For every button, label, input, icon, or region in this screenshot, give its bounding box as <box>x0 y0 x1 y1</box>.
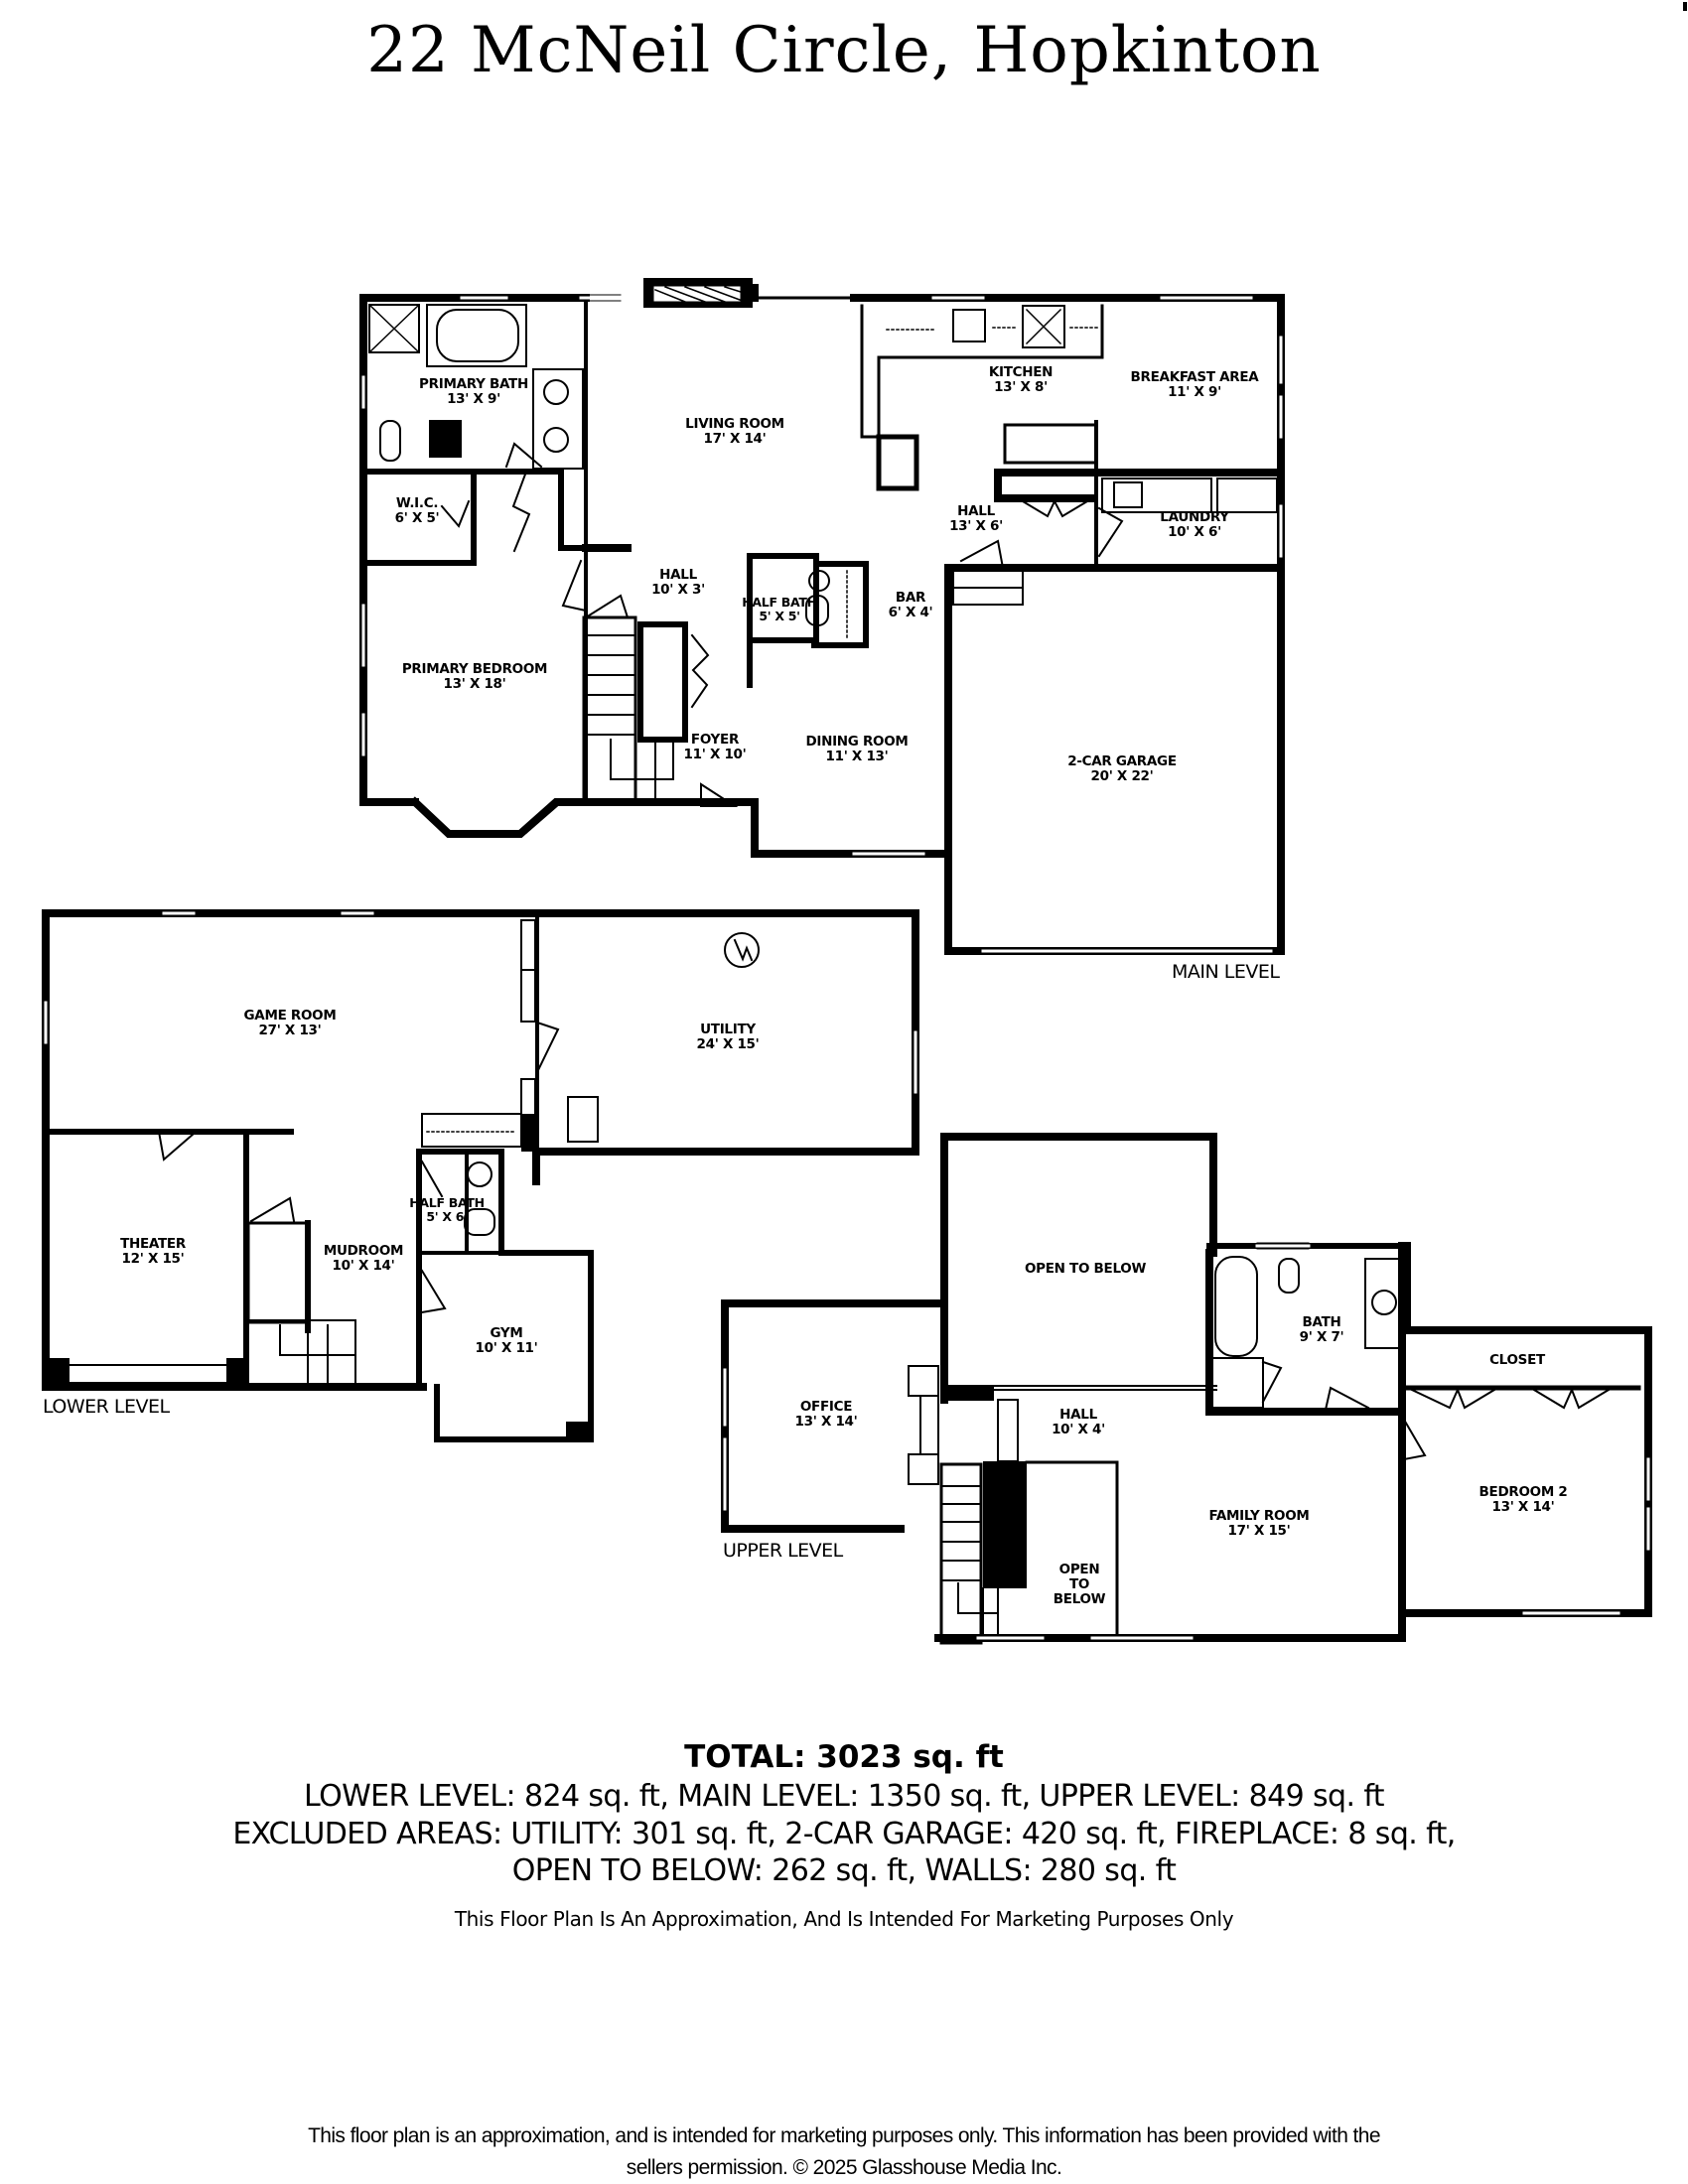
page-title: 22 McNeil Circle, Hopkinton <box>366 14 1322 87</box>
corner-mark <box>1683 2 1687 11</box>
room-label-open-to-below: OPEN TO BELOW <box>1024 1261 1147 1277</box>
main-level-plan <box>359 278 1285 955</box>
footer-line-1: This floor plan is an approximation, and… <box>308 2124 1380 2147</box>
upper-level-label: UPPER LEVEL <box>723 1540 843 1562</box>
room-label-wic: W.I.C.6' X 5' <box>394 495 440 526</box>
main-level-label: MAIN LEVEL <box>1172 961 1280 983</box>
plan-disclaimer: This Floor Plan Is An Approximation, And… <box>454 1907 1234 1931</box>
level-areas: LOWER LEVEL: 824 sq. ft, MAIN LEVEL: 135… <box>304 1779 1385 1814</box>
total-area: TOTAL: 3023 sq. ft <box>684 1739 1004 1775</box>
lower-level-label: LOWER LEVEL <box>43 1396 170 1418</box>
room-label-closet: CLOSET <box>1489 1352 1545 1368</box>
excluded-areas-line-2: OPEN TO BELOW: 262 sq. ft, WALLS: 280 sq… <box>511 1853 1177 1888</box>
excluded-areas-line-1: EXCLUDED AREAS: UTILITY: 301 sq. ft, 2-C… <box>232 1817 1456 1851</box>
upper-level-plan <box>721 1133 1652 1645</box>
footer-line-2: sellers permission. © 2025 Glasshouse Me… <box>626 2156 1062 2179</box>
lower-level-plan <box>42 909 919 1442</box>
